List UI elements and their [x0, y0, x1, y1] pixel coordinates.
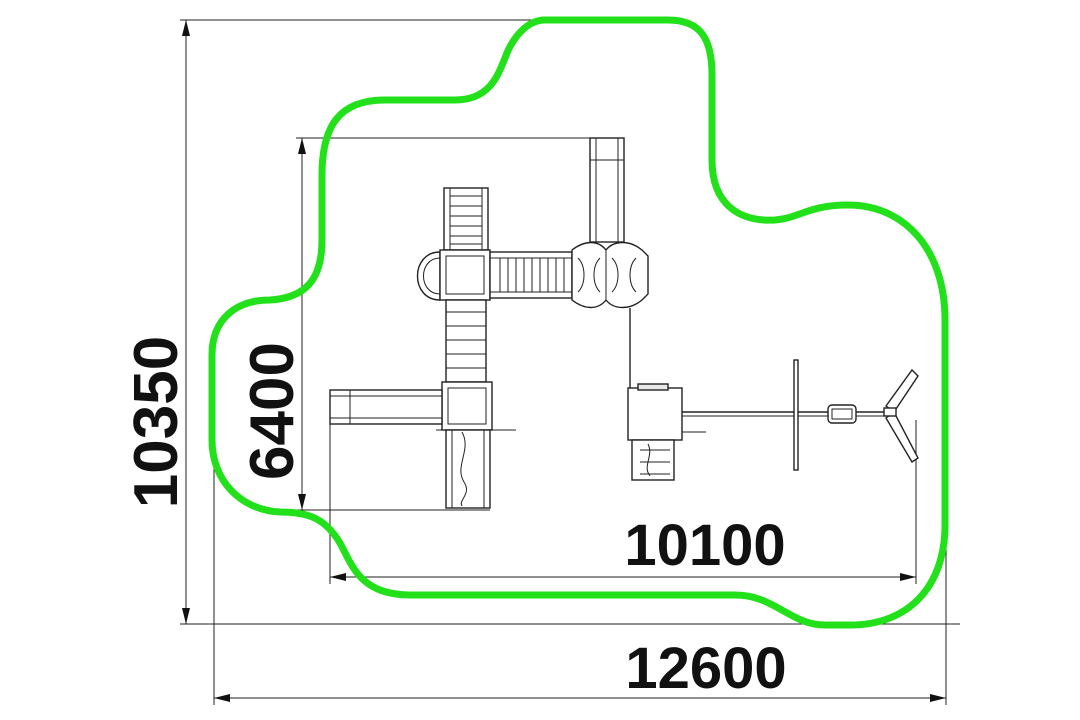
climbing-ladder-top [443, 187, 489, 251]
overall-height-label: 10350 [122, 336, 191, 508]
equipment-width-label: 10100 [624, 513, 785, 578]
tower-platform-lower [441, 381, 493, 431]
crossbar-frame [793, 359, 799, 471]
safety-zone-outline [208, 16, 949, 629]
overall-width-label: 12600 [625, 636, 786, 701]
equipment-height-label: 6400 [238, 342, 307, 480]
rope-bridge [489, 251, 573, 299]
climbing-wall-wavy [445, 429, 491, 509]
equipment-dimension-lines [296, 137, 917, 584]
equipment-layout [329, 137, 919, 509]
climbing-ladder-middle [445, 299, 487, 383]
slide-top [589, 137, 625, 243]
swing-beam [682, 411, 890, 417]
half-round-panel [416, 251, 441, 301]
a-frame-support [883, 368, 919, 463]
tower-platform-main [439, 249, 491, 301]
twin-pod-platform [571, 241, 649, 309]
slide-left [329, 389, 443, 425]
tower-small [627, 383, 706, 481]
